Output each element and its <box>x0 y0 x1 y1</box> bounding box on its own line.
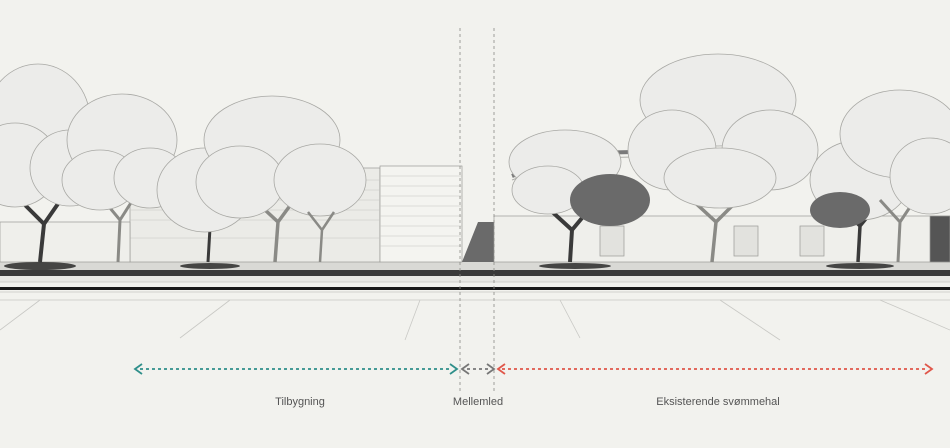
building-mellemled <box>462 222 494 262</box>
tree <box>195 95 367 263</box>
tree <box>307 211 336 263</box>
tree <box>627 53 819 263</box>
ground <box>0 262 950 341</box>
dimension-arrow-eksisterende <box>496 363 934 375</box>
dimension-arrow-mellemled <box>460 363 496 375</box>
ground-line <box>0 287 950 290</box>
paving-lines <box>0 281 950 341</box>
trees <box>0 53 950 263</box>
dimension-arrow-tilbygning <box>133 363 459 375</box>
zone-label-mellemled: Mellemled <box>452 396 504 408</box>
tree <box>839 89 950 263</box>
zone-label-tilbygning: Tilbygning <box>275 396 325 408</box>
zone-boundaries <box>459 28 495 392</box>
tree <box>508 129 650 263</box>
zone-label-eksisterende: Eksisterende svømmehal <box>656 396 780 408</box>
tree-shadows <box>4 262 894 270</box>
